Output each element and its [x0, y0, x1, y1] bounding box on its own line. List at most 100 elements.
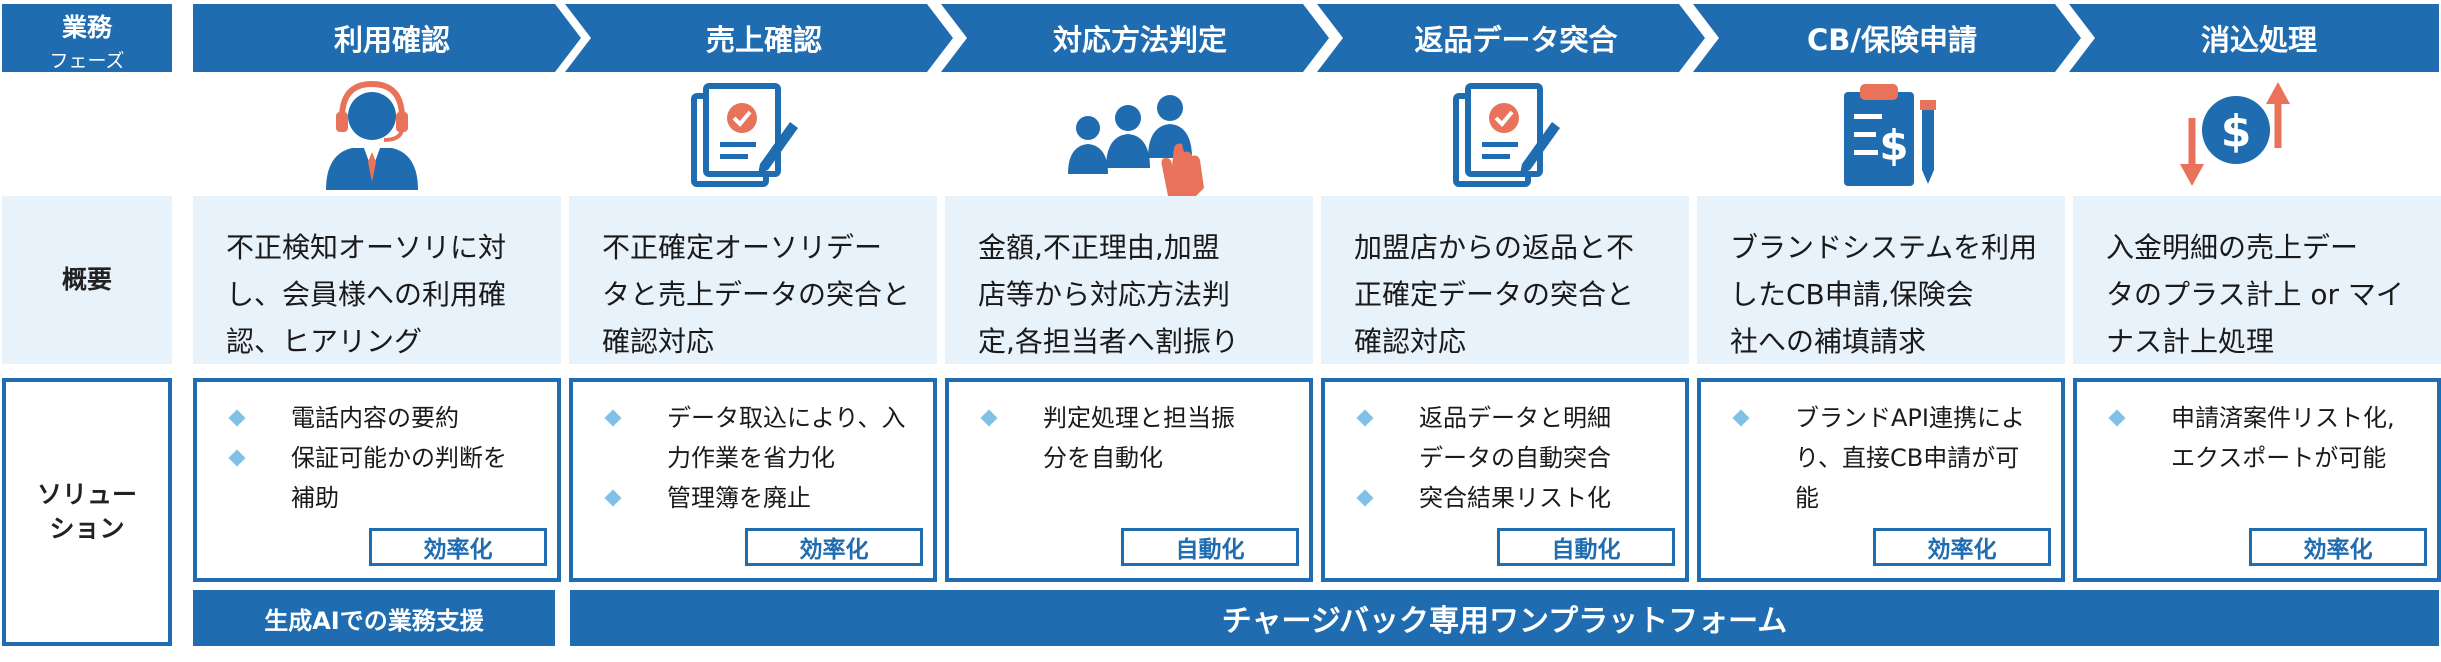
overview-line: 入金明細の売上デー — [2106, 231, 2359, 264]
solution-bullet: 突合結果リスト化 — [1356, 478, 1611, 518]
solution-bullet: 判定処理と担当振分を自動化 — [980, 398, 1235, 478]
overview-line: 定,各担当者へ割振り — [978, 325, 1239, 358]
bullet-diamond-icon — [228, 449, 246, 467]
solution-bullet: 電話内容の要約 — [228, 398, 459, 438]
bullet-diamond-icon — [2108, 409, 2126, 427]
overview-line: 店等から対応方法判 — [978, 278, 1231, 311]
team-select-icon — [1068, 95, 1204, 198]
overview-line: 社への補填請求 — [1730, 325, 1927, 358]
bullet-text: データ取込により、入 — [667, 404, 906, 432]
overview-line: 加盟店からの返品と不 — [1354, 231, 1635, 264]
benefit-tag: 効率化 — [2249, 528, 2427, 566]
phase-chevron-4: 返品データ突合 — [1317, 4, 1705, 72]
bullet-text: 分を自動化 — [1043, 444, 1163, 472]
overview-line: 不正確定オーソリデー — [602, 231, 883, 264]
overview-line: タのプラス計上 or マイ — [2106, 278, 2404, 311]
overview-box-6: 入金明細の売上データのプラス計上 or マイナス計上処理 — [2073, 196, 2441, 364]
bullet-diamond-icon — [604, 489, 622, 507]
bullet-text: データの自動突合 — [1419, 444, 1611, 472]
phase-title: 対応方法判定 — [1052, 23, 1227, 57]
overview-line: 確認対応 — [1354, 325, 1467, 358]
benefit-tag: 自動化 — [1121, 528, 1299, 566]
bullet-text: 判定処理と担当振 — [1043, 404, 1235, 432]
benefit-tag: 自動化 — [1497, 528, 1675, 566]
platform-bar: チャージバック専用ワンプラットフォーム — [570, 590, 2439, 646]
solution-bullet: 返品データと明細データの自動突合 — [1356, 398, 1611, 478]
benefit-tag: 効率化 — [1873, 528, 2051, 566]
bullet-text: 申請済案件リスト化, — [2171, 404, 2395, 432]
solution-box-2: データ取込により、入力作業を省力化管理簿を廃止効率化 — [569, 378, 937, 582]
phase-title: 売上確認 — [705, 23, 822, 57]
phase-title: 利用確認 — [333, 23, 450, 57]
overview-line: 不正検知オーソリに対 — [226, 231, 507, 264]
benefit-tag: 効率化 — [369, 528, 547, 566]
solution-box-6: 申請済案件リスト化, エクスポートが可能効率化 — [2073, 378, 2441, 582]
ai-support-bar: 生成AIでの業務支援 — [193, 590, 555, 646]
phase-chevron-2: 売上確認 — [565, 4, 953, 72]
overview-box-5: ブランドシステムを利用したCB申請,保険会社への補填請求 — [1697, 196, 2065, 364]
bullet-diamond-icon — [980, 409, 998, 427]
bullet-diamond-icon — [1356, 489, 1374, 507]
overview-line: タと売上データの突合と — [602, 278, 911, 311]
phase-chevron-3: 対応方法判定 — [941, 4, 1329, 72]
bullet-text: 突合結果リスト化 — [1419, 484, 1611, 512]
overview-label-text: 概要 — [61, 265, 112, 295]
overview-line: 正確定データの突合と — [1354, 278, 1635, 311]
solution-box-5: ブランドAPI連携により、直接CB申請が可能効率化 — [1697, 378, 2065, 582]
overview-box-2: 不正確定オーソリデータと売上データの突合と確認対応 — [569, 196, 937, 364]
phase-title: 返品データ突合 — [1414, 23, 1618, 57]
phase-chevron-5: CB/保険申請 — [1693, 4, 2081, 72]
solution-label-line1: ソリュー — [36, 480, 137, 510]
bullet-text: 返品データと明細 — [1419, 404, 1611, 432]
overview-row-label: 概要 — [2, 196, 172, 364]
bullet-text: 保証可能かの判断を — [291, 444, 507, 472]
solution-bullet: 管理簿を廃止 — [604, 478, 811, 518]
overview-line: し、会員様への利用確 — [226, 278, 507, 311]
phase-chevron-6: 消込処理 — [2069, 4, 2439, 72]
svg-text:$: $ — [1879, 121, 1908, 170]
overview-line: 金額,不正理由,加盟 — [978, 231, 1220, 264]
overview-line: ブランドシステムを利用 — [1730, 231, 2038, 264]
overview-line: したCB申請,保険会 — [1730, 278, 1974, 311]
bullet-text: ブランドAPI連携によ — [1795, 404, 2025, 432]
bullet-text: 電話内容の要約 — [291, 404, 459, 432]
bullet-text: り、直接CB申請が可 — [1795, 444, 2020, 472]
overview-line: 確認対応 — [602, 325, 715, 358]
solution-box-3: 判定処理と担当振分を自動化自動化 — [945, 378, 1313, 582]
bullet-diamond-icon — [1732, 409, 1750, 427]
bullet-text: 力作業を省力化 — [667, 444, 835, 472]
solution-bullet: データ取込により、入力作業を省力化 — [604, 398, 906, 478]
phase-title: 消込処理 — [2200, 23, 2317, 57]
phase-chevron-1: 利用確認 — [193, 4, 581, 72]
solution-label-line2: ション — [49, 514, 125, 543]
bullet-text: 補助 — [291, 484, 339, 512]
phase-title: CB/保険申請 — [1807, 23, 1977, 57]
overview-box-3: 金額,不正理由,加盟店等から対応方法判定,各担当者へ割振り — [945, 196, 1313, 364]
svg-text:$: $ — [2221, 106, 2252, 157]
bullet-text: エクスポートが可能 — [2171, 444, 2387, 472]
solution-row-label: ソリュー ション — [2, 378, 172, 646]
platform-text: チャージバック専用ワンプラットフォーム — [1221, 604, 1788, 639]
overview-box-4: 加盟店からの返品と不正確定データの突合と確認対応 — [1321, 196, 1689, 364]
dollar-exchange-icon: $ — [2180, 82, 2290, 186]
benefit-tag: 効率化 — [745, 528, 923, 566]
headset-operator-icon — [326, 80, 418, 190]
solution-box-4: 返品データと明細データの自動突合突合結果リスト化自動化 — [1321, 378, 1689, 582]
solution-bullet: ブランドAPI連携により、直接CB申請が可能 — [1732, 398, 2025, 518]
solution-box-1: 電話内容の要約保証可能かの判断を補助効率化 — [193, 378, 561, 582]
overview-line: ナス計上処理 — [2106, 325, 2275, 358]
phase-label-sub: フェーズ — [49, 50, 125, 72]
solution-bullet: 保証可能かの判断を補助 — [228, 438, 507, 518]
document-check-icon — [1453, 83, 1560, 187]
phase-label-main: 業務 — [61, 13, 112, 42]
invoice-clipboard-icon: $ — [1844, 84, 1936, 186]
bullet-diamond-icon — [604, 409, 622, 427]
solution-bullet: 申請済案件リスト化, エクスポートが可能 — [2108, 398, 2395, 478]
overview-box-1: 不正検知オーソリに対し、会員様への利用確認、ヒアリング — [193, 196, 561, 364]
bullet-text: 管理簿を廃止 — [667, 484, 811, 512]
bullet-diamond-icon — [1356, 409, 1374, 427]
document-check-icon — [691, 83, 798, 187]
phase-row-label: 業務 フェーズ — [2, 4, 172, 72]
ai-support-text: 生成AIでの業務支援 — [264, 606, 484, 635]
overview-line: 認、ヒアリング — [226, 325, 423, 358]
